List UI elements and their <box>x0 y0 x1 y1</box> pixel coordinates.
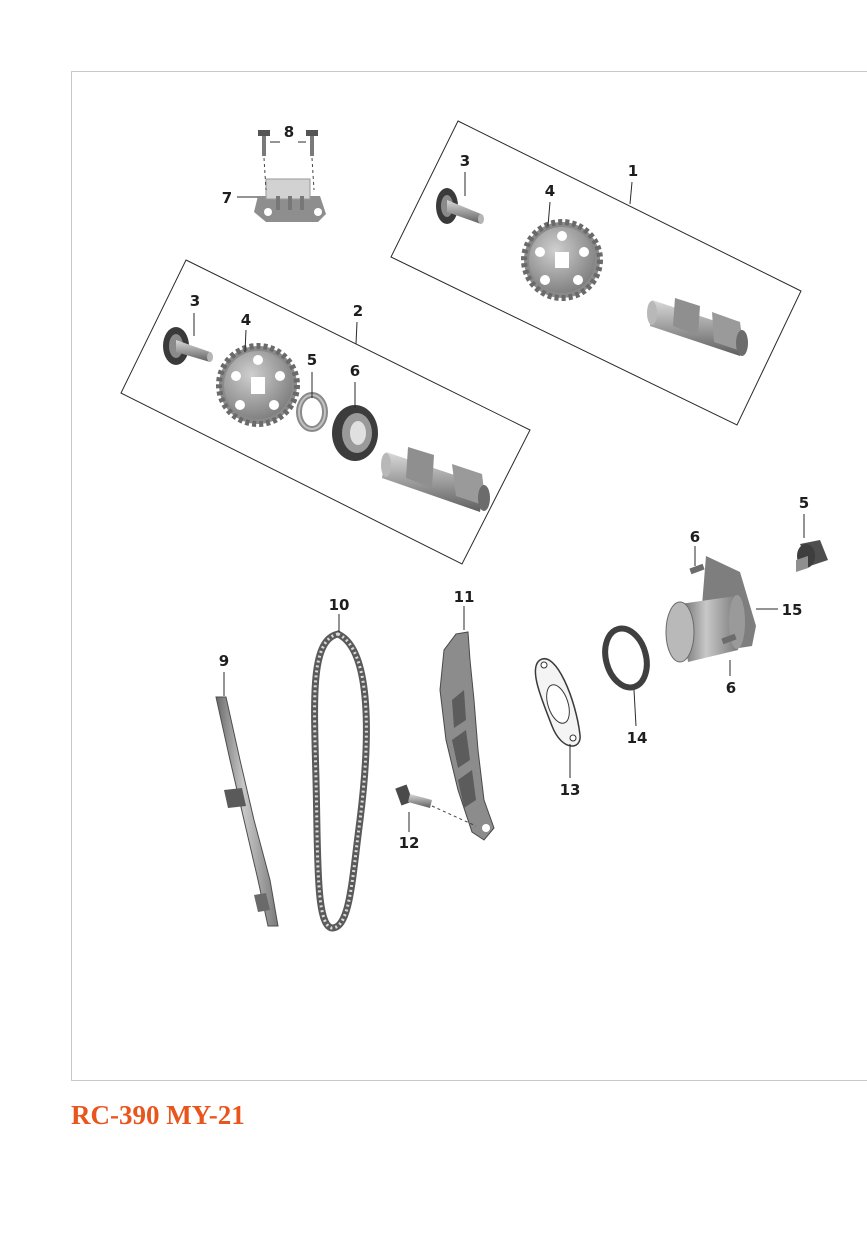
callout-5-kit-2: 5 <box>307 351 317 369</box>
callout-6-upper: 6 <box>690 528 700 546</box>
kit-2-box <box>120 259 531 565</box>
screw-part-8-right <box>306 130 318 156</box>
timing-chain-part-10 <box>311 630 370 932</box>
seal-ring-part-5-kit-2 <box>296 392 328 432</box>
screw-part-8-left <box>258 130 270 156</box>
bolt-part-12 <box>395 784 432 808</box>
callout-2: 2 <box>353 302 363 320</box>
callout-14: 14 <box>627 729 648 747</box>
callout-3-kit-1: 3 <box>460 152 470 170</box>
bearing-part-6-kit-2 <box>332 405 378 461</box>
kit-1-box <box>390 120 802 426</box>
callout-3-kit-2: 3 <box>190 292 200 310</box>
callout-4-kit-1: 4 <box>545 182 555 200</box>
callout-1: 1 <box>628 162 638 180</box>
sprocket-part-4-kit-1 <box>521 219 603 301</box>
callout-7: 7 <box>222 189 232 207</box>
o-ring-part-14 <box>602 625 650 691</box>
gasket-part-13 <box>534 657 581 747</box>
callout-8: 8 <box>284 123 294 141</box>
callout-4-kit-2: 4 <box>241 311 251 329</box>
callout-12: 12 <box>399 834 420 852</box>
sprocket-part-4-kit-2 <box>216 343 300 427</box>
chain-tensioner-part-15 <box>665 556 756 663</box>
callout-5-plug: 5 <box>799 494 809 512</box>
camshaft-kit-2 <box>381 447 490 512</box>
callout-10: 10 <box>329 596 350 614</box>
camshaft-kit-1 <box>647 298 748 356</box>
leader-lines <box>193 141 805 832</box>
cam-bridge-part-7 <box>254 178 326 222</box>
callout-13: 13 <box>560 781 581 799</box>
bearing-part-3-kit-1 <box>436 188 484 224</box>
callout-6-lower: 6 <box>726 679 736 697</box>
plug-screw-part-5 <box>796 540 828 572</box>
callout-11: 11 <box>454 588 475 606</box>
callout-6-kit-2: 6 <box>350 362 360 380</box>
callout-9: 9 <box>219 652 229 670</box>
model-title: RC-390 MY-21 <box>71 1100 245 1130</box>
callout-15: 15 <box>782 601 803 619</box>
bearing-part-3-kit-2 <box>163 327 213 365</box>
tensioner-rail-part-9 <box>215 696 279 927</box>
guide-rail-part-11 <box>439 631 495 841</box>
